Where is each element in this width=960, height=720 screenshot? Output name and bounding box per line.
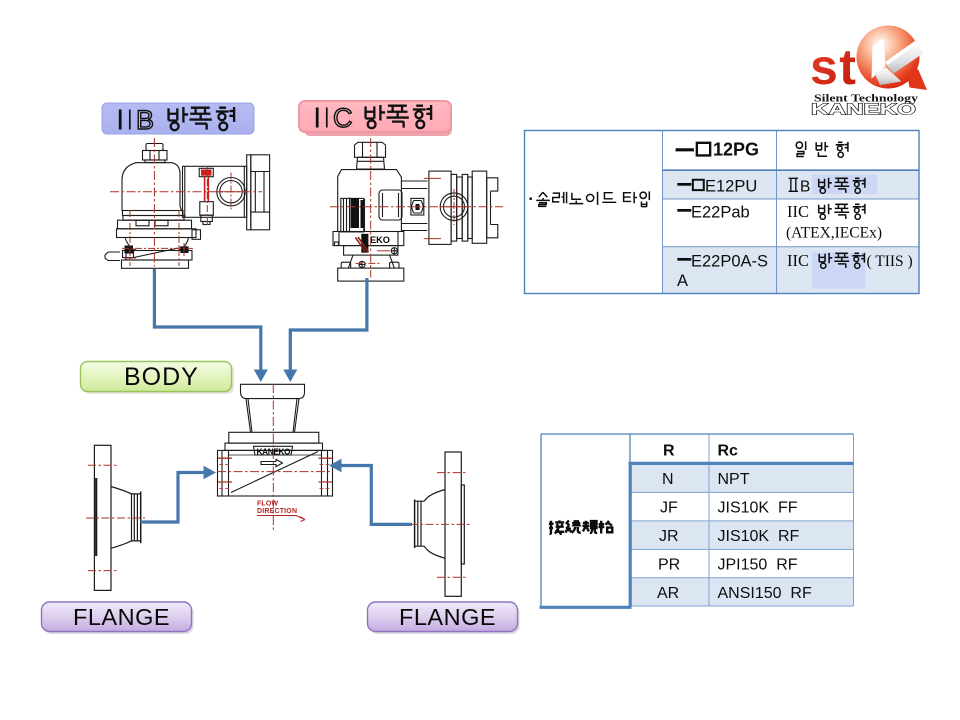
svg-text:Silent Technology: Silent Technology [814, 93, 919, 105]
svg-text:JR: JR [659, 528, 679, 545]
svg-text:FLOW: FLOW [257, 501, 278, 508]
svg-text:Rc: Rc [718, 443, 739, 460]
svg-text:JPI150 RF: JPI150 RF [718, 557, 798, 574]
svg-text:DIRECTION: DIRECTION [257, 508, 297, 515]
svg-text:B: B [800, 179, 810, 196]
svg-text:IIC: IIC [787, 202, 809, 221]
svg-text:R: R [663, 443, 675, 460]
svg-text:ANSI150 RF: ANSI150 RF [718, 585, 812, 602]
svg-text:JIS10K FF: JIS10K FF [718, 500, 798, 517]
svg-text:N: N [662, 471, 674, 488]
svg-text:E22P0A-S: E22P0A-S [691, 253, 768, 271]
svg-text:FLANGE: FLANGE [73, 604, 170, 630]
svg-text:JF: JF [660, 500, 678, 517]
svg-text:E22Pab: E22Pab [691, 204, 750, 222]
svg-text:(ATEX,IECEx): (ATEX,IECEx) [786, 225, 882, 242]
svg-text:IIC: IIC [787, 251, 809, 270]
svg-text:st: st [810, 39, 857, 95]
svg-text:FLANGE: FLANGE [399, 604, 496, 630]
svg-text:( TIIS ): ( TIIS ) [867, 253, 913, 270]
svg-text:E12PU: E12PU [705, 178, 757, 196]
svg-text:12PG: 12PG [713, 140, 759, 160]
svg-text:A: A [677, 272, 688, 290]
svg-text:EKO: EKO [370, 235, 390, 245]
svg-text:BODY: BODY [124, 363, 199, 391]
svg-text:AR: AR [657, 585, 679, 602]
svg-text:B: B [136, 105, 154, 135]
svg-text:KANEKO: KANEKO [257, 447, 292, 456]
svg-text:NPT: NPT [718, 471, 750, 488]
svg-text:PR: PR [658, 557, 680, 574]
svg-text:C: C [333, 103, 353, 133]
svg-text:KANEKO: KANEKO [811, 102, 916, 119]
svg-text:JIS10K RF: JIS10K RF [718, 528, 800, 545]
